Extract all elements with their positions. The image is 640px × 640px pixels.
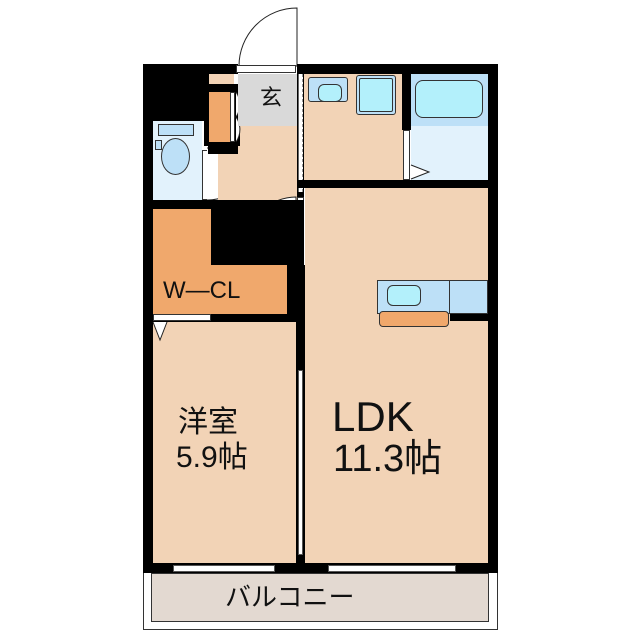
walk-in-closet-lower bbox=[153, 265, 287, 314]
ldk bbox=[305, 188, 488, 563]
hallway-wall-mid bbox=[208, 146, 238, 154]
outer-wall-right bbox=[488, 64, 498, 572]
bathroom-door-arrow bbox=[410, 164, 431, 180]
hallway-top bbox=[209, 74, 234, 86]
toilet-handle bbox=[155, 140, 162, 150]
entrance bbox=[238, 74, 297, 126]
walk-in-closet-label: W—CL bbox=[163, 277, 241, 304]
kitchen-sink bbox=[387, 285, 421, 306]
washbasin-bowl bbox=[318, 84, 342, 102]
sliding-partition[interactable] bbox=[298, 370, 303, 555]
outer-wall-top-right bbox=[297, 64, 496, 74]
shoe-closet-door[interactable] bbox=[230, 92, 235, 142]
ldk-label: LDK bbox=[332, 393, 414, 440]
bathtub bbox=[415, 80, 483, 118]
bathroom-door[interactable] bbox=[403, 130, 410, 180]
balcony bbox=[151, 573, 489, 622]
balcony-label: バルコニー bbox=[225, 582, 355, 612]
entrance-partition bbox=[298, 74, 303, 192]
outer-wall-bottom bbox=[143, 563, 498, 573]
western-room bbox=[153, 322, 297, 563]
toilet-bowl bbox=[161, 138, 190, 175]
front-door-swing bbox=[238, 7, 298, 67]
washroom-wall-right bbox=[402, 64, 411, 130]
kitchen-counter-divider bbox=[449, 280, 450, 314]
wcl-door[interactable] bbox=[153, 314, 211, 321]
western-room-label: 洋室 bbox=[178, 406, 238, 439]
western-room-window[interactable] bbox=[173, 565, 275, 572]
shoe-closet bbox=[209, 92, 230, 142]
wcl-door-arrow bbox=[152, 321, 168, 342]
ldk-window[interactable] bbox=[328, 565, 456, 572]
bath-wall-bottom bbox=[297, 180, 498, 188]
toilet-tank bbox=[158, 124, 194, 136]
washing-machine-inner bbox=[359, 78, 393, 112]
western-room-size: 5.9帖 bbox=[176, 441, 248, 474]
kitchen-bar bbox=[379, 311, 449, 327]
front-door[interactable] bbox=[236, 65, 296, 73]
kitchen-wall bbox=[450, 314, 488, 321]
ldk-size: 11.3帖 bbox=[333, 438, 443, 480]
entrance-label: 玄 bbox=[260, 85, 283, 110]
